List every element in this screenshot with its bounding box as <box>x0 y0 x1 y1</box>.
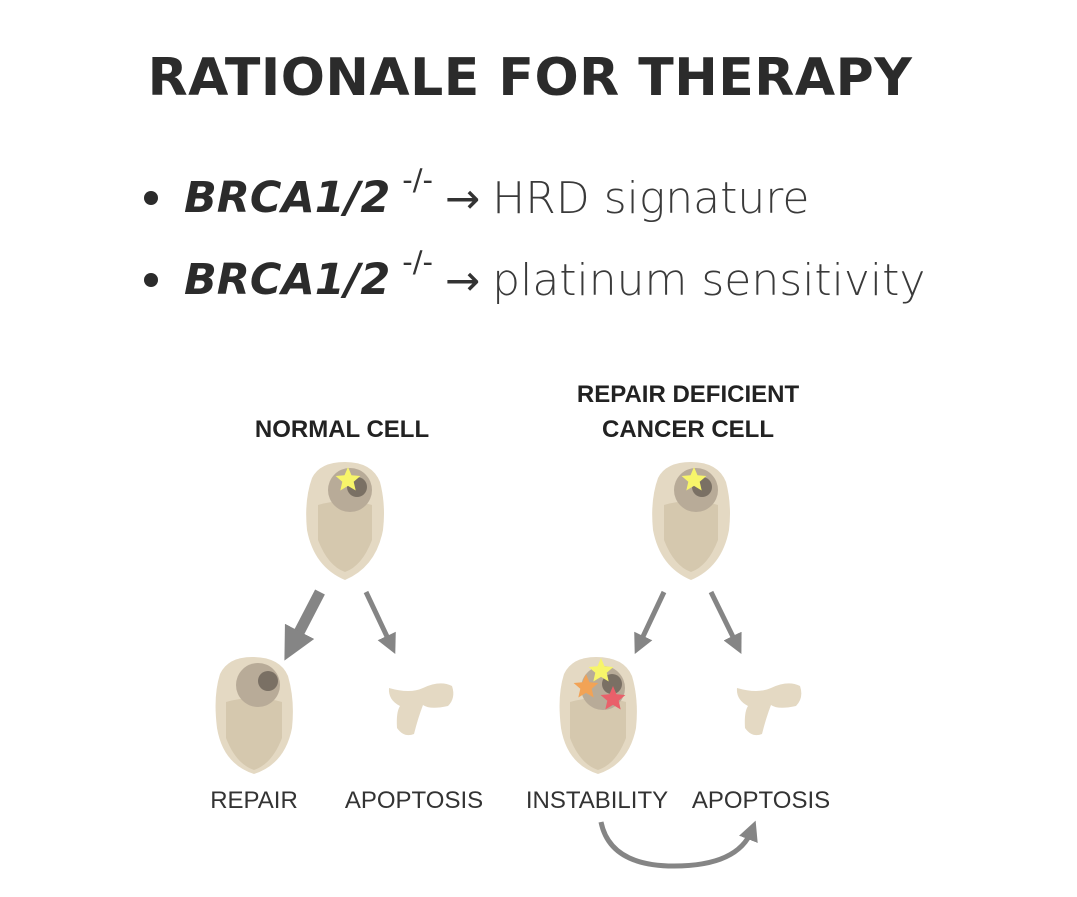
right-arrow-icon: → <box>444 173 481 223</box>
outcome-label-apoptosis: APOPTOSIS <box>345 787 483 814</box>
apoptotic-fragment <box>388 683 454 736</box>
bullet-dot <box>144 273 158 287</box>
cancer-cell-title-line1: REPAIR DEFICIENT <box>577 381 800 408</box>
bullet-hrd: BRCA1/2 -/- → HRD signature <box>144 163 809 233</box>
outcome-label-cancer-apoptosis: APOPTOSIS <box>692 787 830 814</box>
unstable-cell <box>559 657 637 774</box>
curved-arrow-icon <box>598 820 758 869</box>
star-icon <box>588 658 614 682</box>
gene-name: BRCA1/2 <box>184 255 391 305</box>
normal-cell-title: NORMAL CELL <box>255 416 429 443</box>
gene-name: BRCA1/2 <box>184 173 391 223</box>
cancer-cell <box>652 462 730 580</box>
bullet-platinum: BRCA1/2 -/- → platinum sensitivity <box>144 245 925 315</box>
star-icon <box>573 674 599 698</box>
bullet-description: HRD signature <box>492 172 810 224</box>
repair-arrow <box>284 589 325 661</box>
bullet-dot <box>144 191 158 205</box>
instability-arrow <box>634 590 667 655</box>
genotype-superscript: -/- <box>402 245 433 279</box>
apoptotic-fragment <box>736 683 802 736</box>
star-icon <box>681 467 707 491</box>
right-arrow-icon: → <box>444 255 481 305</box>
normal-cell <box>306 462 384 580</box>
genotype-superscript: -/- <box>402 163 433 197</box>
bullet-description: platinum sensitivity <box>492 254 926 306</box>
star-icon <box>335 467 361 491</box>
repaired-cell <box>215 657 293 774</box>
outcome-label-instability: INSTABILITY <box>526 787 668 814</box>
cancer-apoptosis-arrow <box>708 590 742 654</box>
star-icon <box>600 686 626 710</box>
outcome-label-repair: REPAIR <box>210 787 298 814</box>
cancer-cell-title-line2: CANCER CELL <box>602 416 774 443</box>
apoptosis-arrow <box>363 590 396 655</box>
slide-title: RATIONALE FOR THERAPY <box>147 48 913 108</box>
